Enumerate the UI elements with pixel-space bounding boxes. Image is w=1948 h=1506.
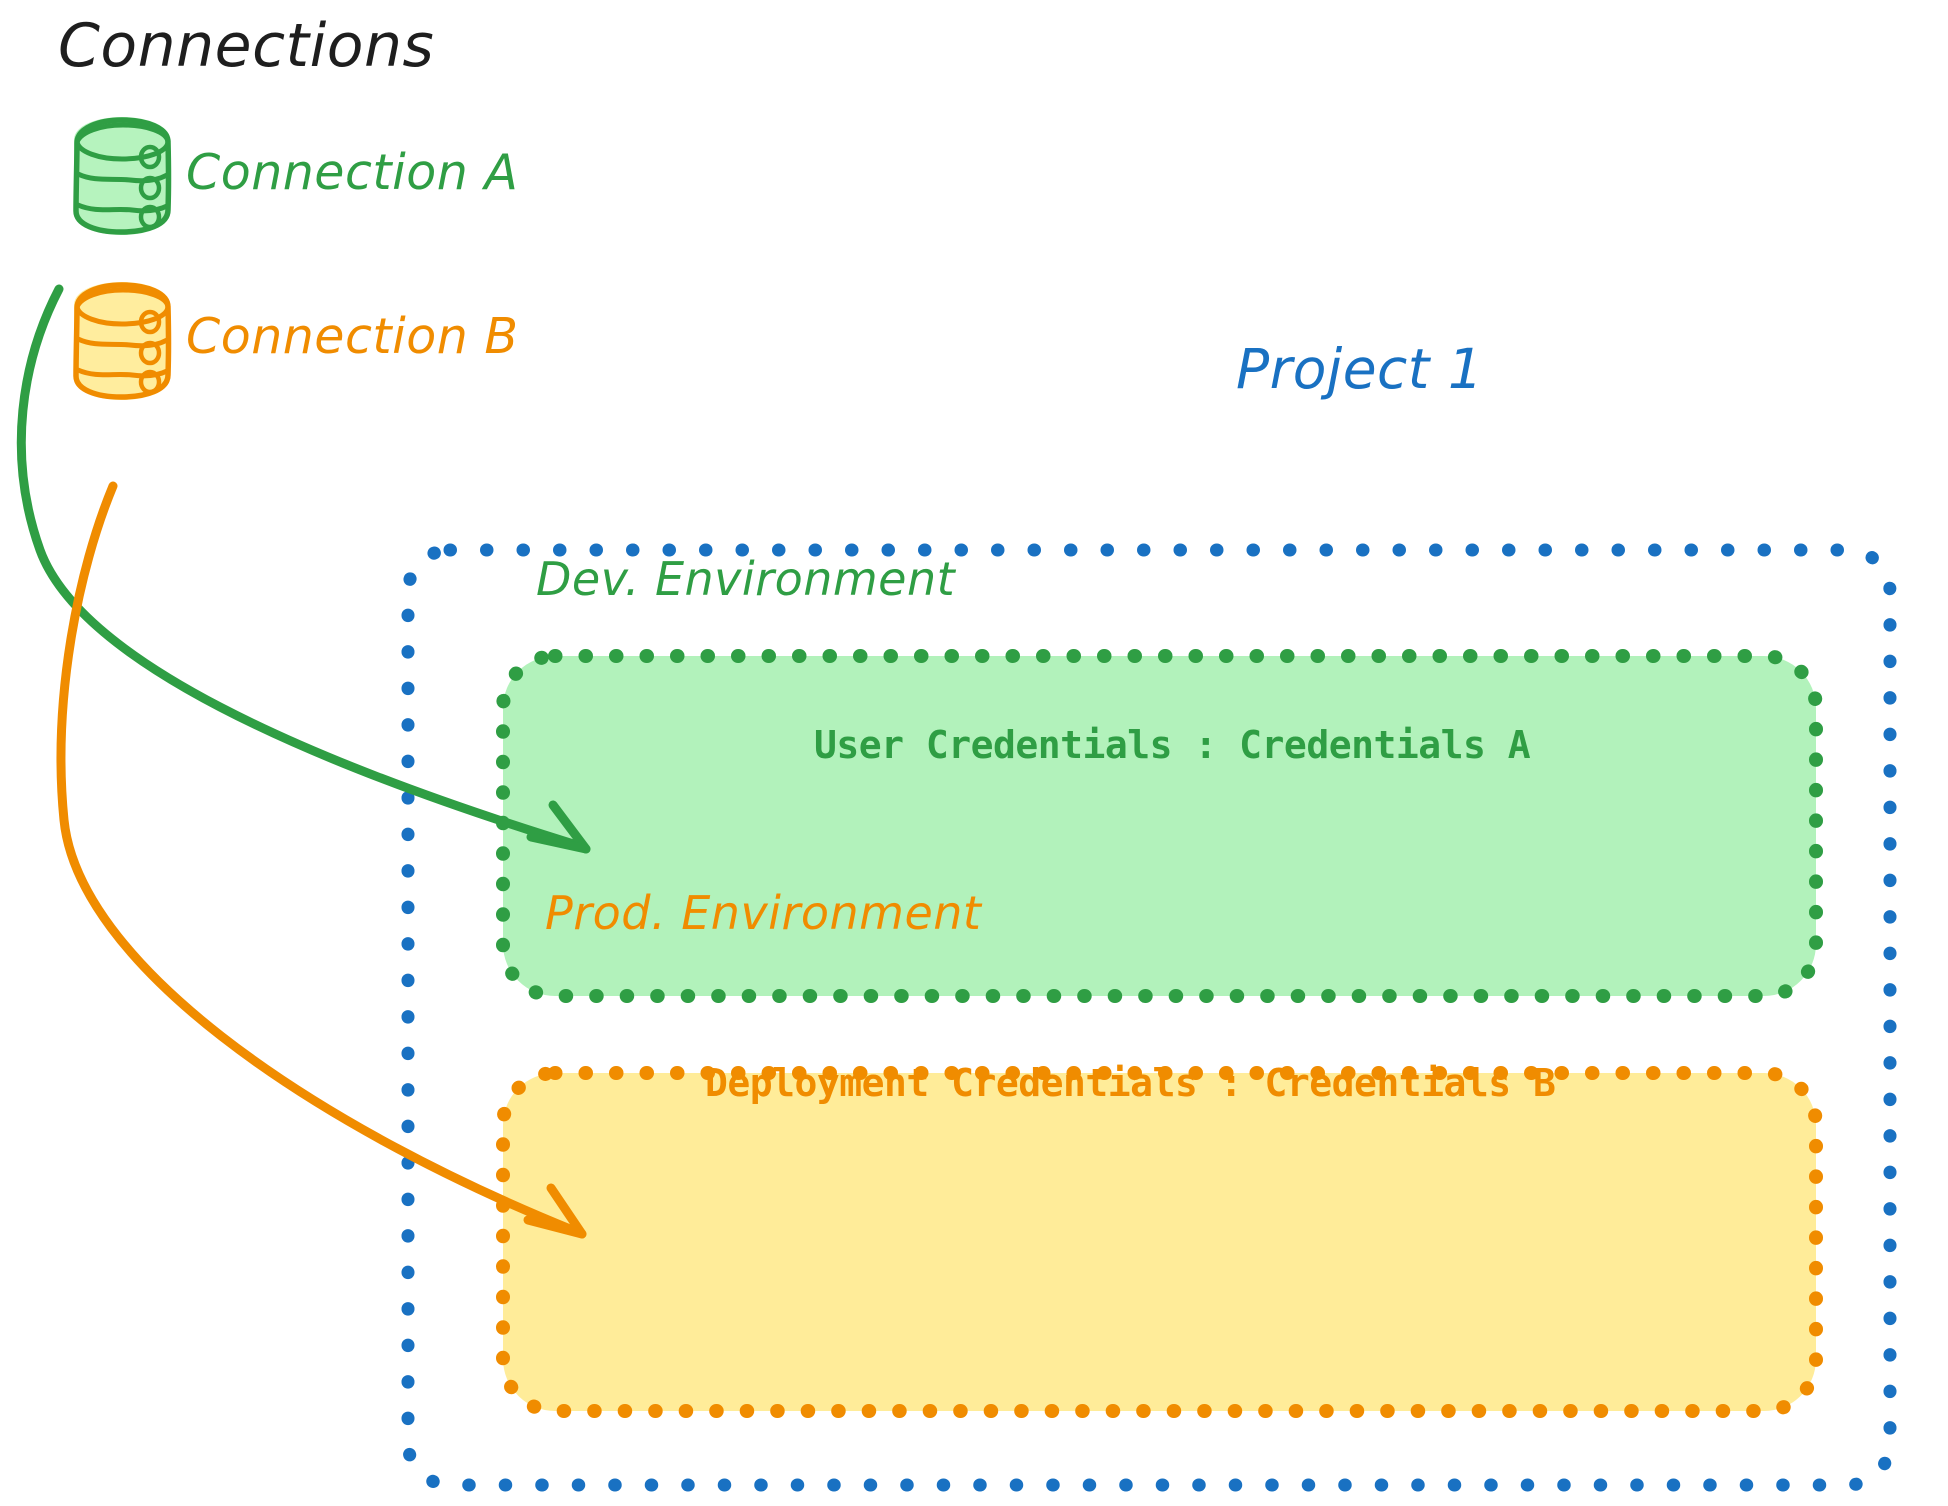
database-cylinder-icon-connection-a[interactable] [73, 117, 172, 235]
project-dotted-border [401, 543, 1897, 1492]
db-b-led-2 [138, 340, 162, 366]
prod-environment-title: Prod. Environment [545, 886, 982, 940]
arrow-green-head-lower [526, 832, 591, 854]
arrow-connection-a-to-dev [16, 284, 591, 854]
db-a-band-1 [75, 171, 170, 184]
db-a-led-3 [138, 204, 162, 230]
project-container[interactable] [401, 543, 1897, 1492]
arrow-green-head-upper [548, 800, 591, 854]
arrow-orange-head-lower [523, 1215, 587, 1239]
dev-environment-credentials: User Credentials : Credentials A [814, 723, 1531, 767]
prod-environment-fill [503, 1073, 1816, 1411]
project-title-label: Project 1 [1236, 337, 1484, 401]
dev-environment-box[interactable] [496, 649, 1823, 1003]
db-a-top-rim [74, 122, 171, 162]
database-cylinder-icon-connection-b[interactable] [73, 282, 172, 400]
page-title: Connections [58, 11, 435, 81]
arrow-orange-curve [56, 481, 580, 1236]
db-b-outline [73, 282, 172, 400]
db-a-led-2 [138, 175, 162, 201]
db-b-led-3 [138, 369, 162, 395]
dev-environment-title: Dev. Environment [536, 552, 956, 606]
db-b-top-rim [74, 287, 171, 327]
db-a-outline [73, 117, 172, 235]
connection-a-label[interactable]: Connection A [186, 144, 519, 201]
db-b-led-1 [138, 309, 162, 335]
prod-environment-box[interactable] [496, 1066, 1823, 1418]
prod-environment-dotted-border [496, 1066, 1823, 1418]
db-a-led-1 [138, 144, 162, 170]
arrow-green-curve [16, 284, 585, 851]
connection-b-label[interactable]: Connection B [186, 308, 519, 365]
db-b-band-2 [75, 367, 170, 379]
arrow-orange-head-upper [546, 1183, 587, 1239]
dev-environment-fill [503, 656, 1816, 996]
arrow-connection-b-to-prod [56, 481, 587, 1239]
db-b-band-1 [75, 336, 170, 349]
db-a-band-2 [75, 202, 170, 214]
prod-environment-credentials: Deployment Credentials : Credentials B [705, 1061, 1556, 1105]
